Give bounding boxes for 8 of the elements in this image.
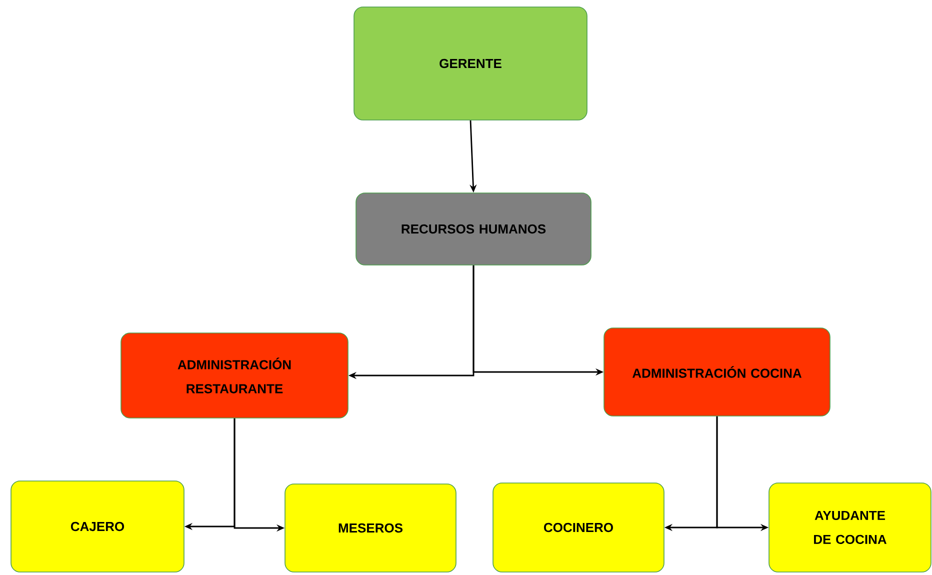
org-box: RECURSOS HUMANOS [356, 192, 592, 266]
org-box: GERENTE [354, 6, 588, 120]
org-box: MESEROS [284, 484, 456, 572]
org-box: COCINERO [492, 482, 664, 572]
org-box: CAJERO [10, 480, 184, 572]
org-box: AYUDANTE DE COCINA [768, 482, 932, 572]
org-box: ADMINISTRACIÓN COCINA [604, 328, 830, 416]
org-box: ADMINISTRACIÓN RESTAURANTE [120, 332, 348, 418]
